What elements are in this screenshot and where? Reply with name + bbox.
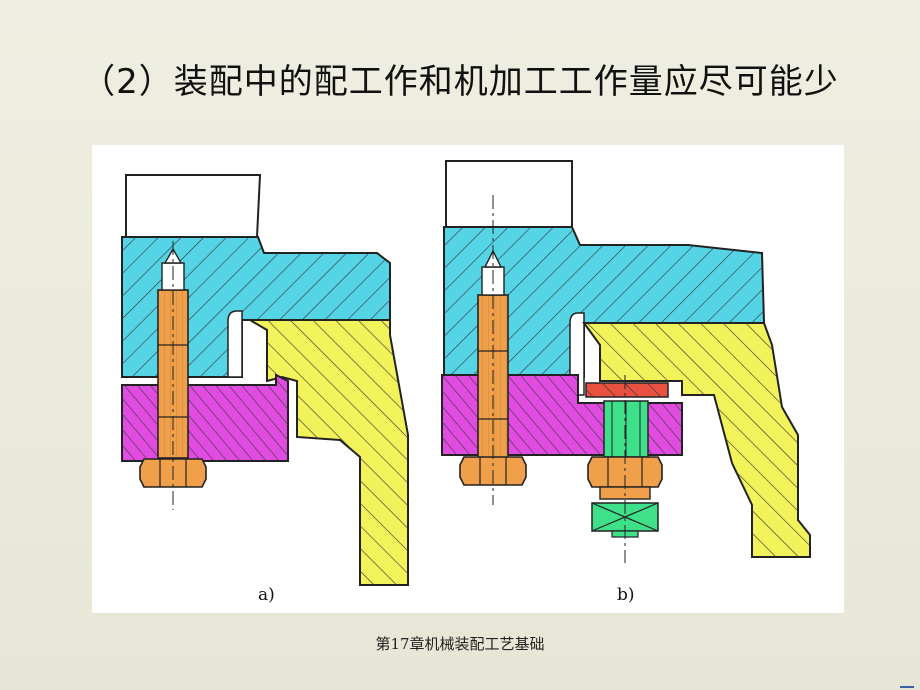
b-housing-white [445,160,573,228]
a-slot [227,310,243,378]
b-adjust-shim [585,382,669,398]
assembly-drawing [121,160,811,586]
corner-mark [900,686,914,688]
figure-label-a: a) [258,585,275,605]
b-adjust-screw [603,400,649,458]
b-cover-plate [443,226,766,378]
drawing-b [441,160,811,563]
slide-title: （2）装配中的配工作和机加工工作量应尽可能少 [81,62,839,102]
slide-footer: 第17章机械装配工艺基础 [375,635,545,653]
a-housing-white [125,174,262,238]
a-flange-part [121,373,289,462]
assembly-figure: a) b) [92,145,844,613]
drawing-a [121,174,409,586]
b-body-part [582,322,811,558]
a-body-part [246,319,409,586]
figure-label-b: b) [617,585,635,605]
